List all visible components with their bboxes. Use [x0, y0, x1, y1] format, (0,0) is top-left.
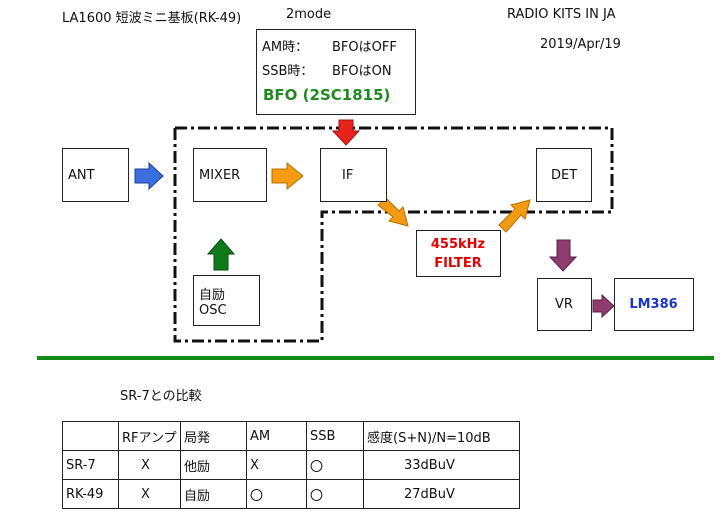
bfo-label: BFO (2SC1815)	[263, 86, 391, 104]
arrow-bfo-to-if	[331, 119, 361, 146]
cell-rf-amp: X	[118, 479, 181, 509]
am-mode-label: AM時：	[262, 40, 309, 55]
organization-label: RADIO KITS IN JA	[507, 7, 616, 22]
am-mode-bfo-state: BFOはOFF	[332, 40, 397, 55]
arrow-det-to-vr	[548, 239, 578, 272]
cell-sensitivity: 33dBuV	[363, 450, 520, 480]
vr-block: VR	[537, 278, 592, 331]
filter-label-line2: FILTER	[434, 256, 482, 271]
if-label: IF	[342, 168, 354, 183]
cell-model: SR-7	[62, 450, 119, 480]
comparison-table: RFアンプ 局発 AM SSB 感度(S+N)/N=10dB SR-7 X 他励…	[62, 421, 520, 509]
header-cell-ssb: SSB	[306, 421, 364, 451]
lm386-label: LM386	[629, 297, 678, 312]
cell-am: X	[246, 450, 307, 480]
filter-block: 455kHz FILTER	[416, 230, 501, 277]
date-label: 2019/Apr/19	[540, 37, 621, 52]
osc-block: 自励 OSC	[193, 275, 260, 326]
det-label: DET	[551, 168, 578, 183]
header-cell-local-osc: 局発	[180, 421, 247, 451]
cell-am: 〇	[246, 479, 307, 509]
osc-label-line2: OSC	[199, 303, 227, 318]
header-cell-am: AM	[246, 421, 307, 451]
det-block: DET	[536, 148, 592, 202]
lm386-block: LM386	[614, 278, 694, 331]
mixer-if-enclosure	[173, 126, 614, 343]
osc-label-line1: 自励	[199, 288, 226, 303]
cell-ssb: 〇	[306, 479, 364, 509]
mixer-label: MIXER	[199, 168, 241, 183]
cell-rf-amp: X	[118, 450, 181, 480]
arrow-ant-to-mixer	[134, 161, 164, 191]
arrow-filter-to-det	[498, 199, 531, 233]
table-row: SR-7 X 他励 X 〇 33dBuV	[62, 450, 520, 480]
cell-sensitivity: 27dBuV	[363, 479, 520, 509]
cell-local-osc: 他励	[180, 450, 247, 480]
ssb-mode-label: SSB時：	[262, 64, 314, 79]
vr-label: VR	[555, 297, 573, 312]
if-block: IF	[320, 148, 387, 202]
mode-label: 2mode	[286, 7, 332, 22]
header-cell-rf-amp: RFアンプ	[118, 421, 181, 451]
cell-local-osc: 自励	[180, 479, 247, 509]
cell-model: RK-49	[62, 479, 119, 509]
arrow-vr-to-lm386	[592, 293, 615, 319]
mixer-block: MIXER	[193, 148, 267, 202]
header-cell-sensitivity: 感度(S+N)/N=10dB	[363, 421, 520, 451]
table-header-row: RFアンプ 局発 AM SSB 感度(S+N)/N=10dB	[62, 421, 520, 451]
cell-ssb: 〇	[306, 450, 364, 480]
ant-block: ANT	[62, 148, 129, 202]
doc-title: LA1600 短波ミニ基板(RK-49)	[62, 11, 242, 26]
header-cell-blank	[62, 421, 119, 451]
filter-label-line1: 455kHz	[430, 237, 486, 252]
bfo-note-box: AM時： BFOはOFF SSB時： BFOはON BFO (2SC1815)	[256, 29, 416, 115]
arrow-if-to-filter	[377, 197, 409, 227]
comparison-title: SR-7との比較	[120, 389, 202, 404]
table-row: RK-49 X 自励 〇 〇 27dBuV	[62, 479, 520, 509]
ssb-mode-bfo-state: BFOはON	[332, 64, 392, 79]
arrow-osc-to-mixer	[206, 238, 236, 271]
arrow-mixer-to-if	[271, 161, 304, 191]
ant-label: ANT	[68, 168, 95, 183]
